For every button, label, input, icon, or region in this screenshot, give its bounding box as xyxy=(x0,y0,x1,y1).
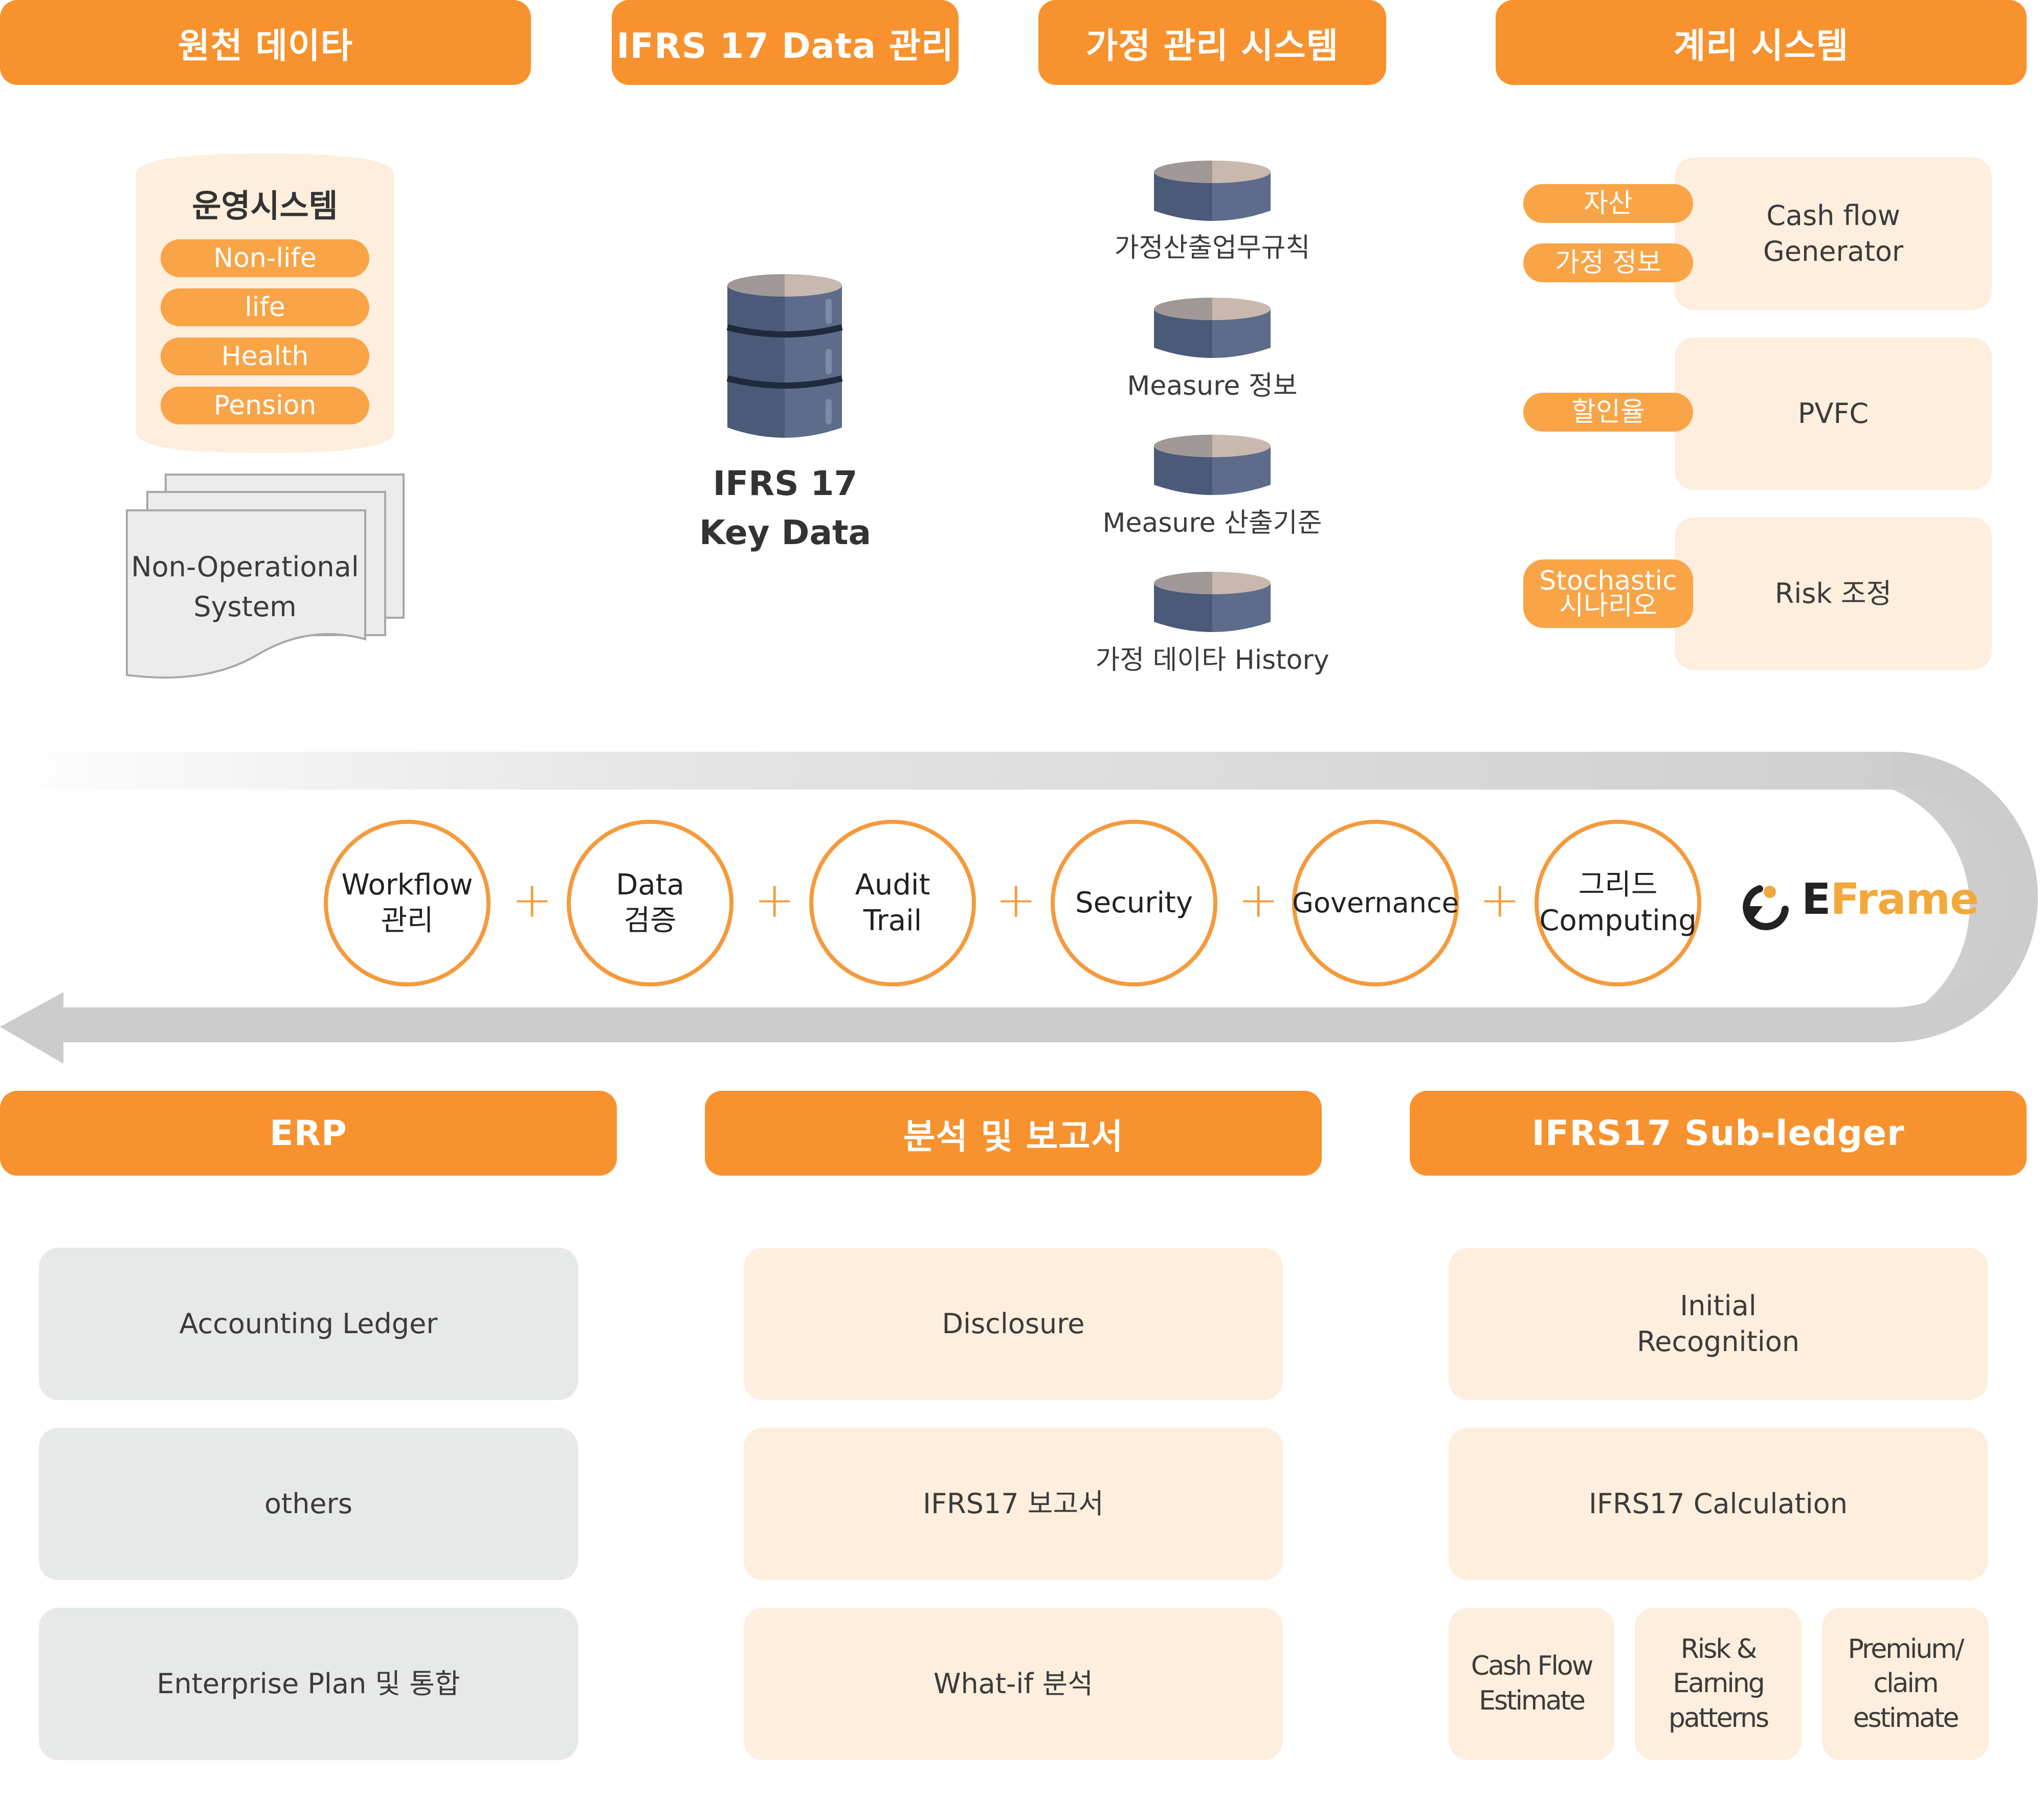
circle-governance: Governance xyxy=(1292,820,1459,986)
circle-audit-trail: Audit Trail xyxy=(809,820,976,986)
operational-system-title: 운영시스템 xyxy=(192,187,338,224)
eframe-logo-text: EFrame xyxy=(1802,878,1979,920)
card-ifrs17-report: IFRS17 보고서 xyxy=(744,1428,1283,1580)
key-data-database-icon xyxy=(726,274,843,438)
plus-3: + xyxy=(995,871,1037,929)
plus-5: + xyxy=(1479,871,1521,929)
plus-1: + xyxy=(512,871,553,929)
card-accounting-ledger: Accounting Ledger xyxy=(39,1248,578,1400)
tag-stochastic-scenario: Stochastic 시나리오 xyxy=(1523,559,1693,628)
card-risk-adjustment: Risk 조정 xyxy=(1675,518,1992,670)
tag-asset: 자산 xyxy=(1523,184,1693,223)
card-cash-flow-estimate: Cash Flow Estimate xyxy=(1449,1608,1614,1760)
ops-item-life: life xyxy=(161,288,369,326)
operational-system-database: 운영시스템 Non-life life Health Pension xyxy=(136,153,394,453)
eframe-logo-e: E xyxy=(1802,874,1831,924)
tag-assumption-info: 가정 정보 xyxy=(1523,243,1693,282)
card-others: others xyxy=(39,1428,578,1580)
circle-workflow: Workflow 관리 xyxy=(324,820,491,986)
header-erp: ERP xyxy=(0,1091,617,1176)
assumption-db-icon-4 xyxy=(1153,571,1272,636)
ops-item-non-life: Non-life xyxy=(161,239,369,277)
header-assumption-system: 가정 관리 시스템 xyxy=(1038,0,1386,85)
assumption-db-icon-3 xyxy=(1153,434,1272,499)
card-disclosure: Disclosure xyxy=(744,1248,1283,1400)
key-data-label: IFRS 17 Key Data xyxy=(699,464,872,552)
non-operational-label: Non-Operational System xyxy=(131,551,359,623)
assumption-db-label-3: Measure 산출기준 xyxy=(1102,508,1322,538)
card-what-if-analysis: What-if 분석 xyxy=(744,1608,1283,1760)
assumption-db-icon-2 xyxy=(1153,297,1272,362)
card-enterprise-plan: Enterprise Plan 및 통합 xyxy=(39,1608,578,1760)
card-premium-claim-estimate: Premium/ claim estimate xyxy=(1822,1608,1989,1760)
header-actuarial-system: 계리 시스템 xyxy=(1496,0,2027,85)
circle-grid-computing: 그리드 Computing xyxy=(1535,820,1701,986)
header-source-data: 원천 데이타 xyxy=(0,0,531,85)
assumption-db-icon-1 xyxy=(1153,160,1272,225)
eframe-flow-arrow xyxy=(0,752,2044,1069)
non-operational-documents-icon: Non-Operational System xyxy=(125,470,406,685)
header-analysis-reports: 분석 및 보고서 xyxy=(705,1091,1322,1176)
card-risk-earning-patterns: Risk & Earning patterns xyxy=(1635,1608,1802,1760)
assumption-db-label-1: 가정산출업무규칙 xyxy=(1114,233,1310,263)
card-pvfc: PVFC xyxy=(1675,338,1992,490)
circle-data-validation: Data 검증 xyxy=(567,820,734,986)
ops-item-health: Health xyxy=(161,338,369,375)
card-initial-recognition: Initial Recognition xyxy=(1449,1248,1988,1400)
card-ifrs17-calculation: IFRS17 Calculation xyxy=(1449,1428,1988,1580)
header-ifrs17-data-management: IFRS 17 Data 관리 xyxy=(612,0,959,85)
ops-item-pension: Pension xyxy=(161,387,369,424)
assumption-db-label-4: 가정 데이타 History xyxy=(1095,645,1329,676)
assumption-db-label-2: Measure 정보 xyxy=(1127,371,1298,401)
eframe-logo-icon xyxy=(1738,878,1794,934)
card-cash-flow-generator: Cash flow Generator xyxy=(1675,158,1992,310)
tag-discount-rate: 할인율 xyxy=(1523,393,1693,432)
eframe-logo-frame: Frame xyxy=(1830,874,1979,924)
header-ifrs17-subledger: IFRS17 Sub-ledger xyxy=(1410,1091,2027,1176)
plus-4: + xyxy=(1238,871,1279,929)
plus-2: + xyxy=(754,871,795,929)
circle-security: Security xyxy=(1051,820,1217,986)
